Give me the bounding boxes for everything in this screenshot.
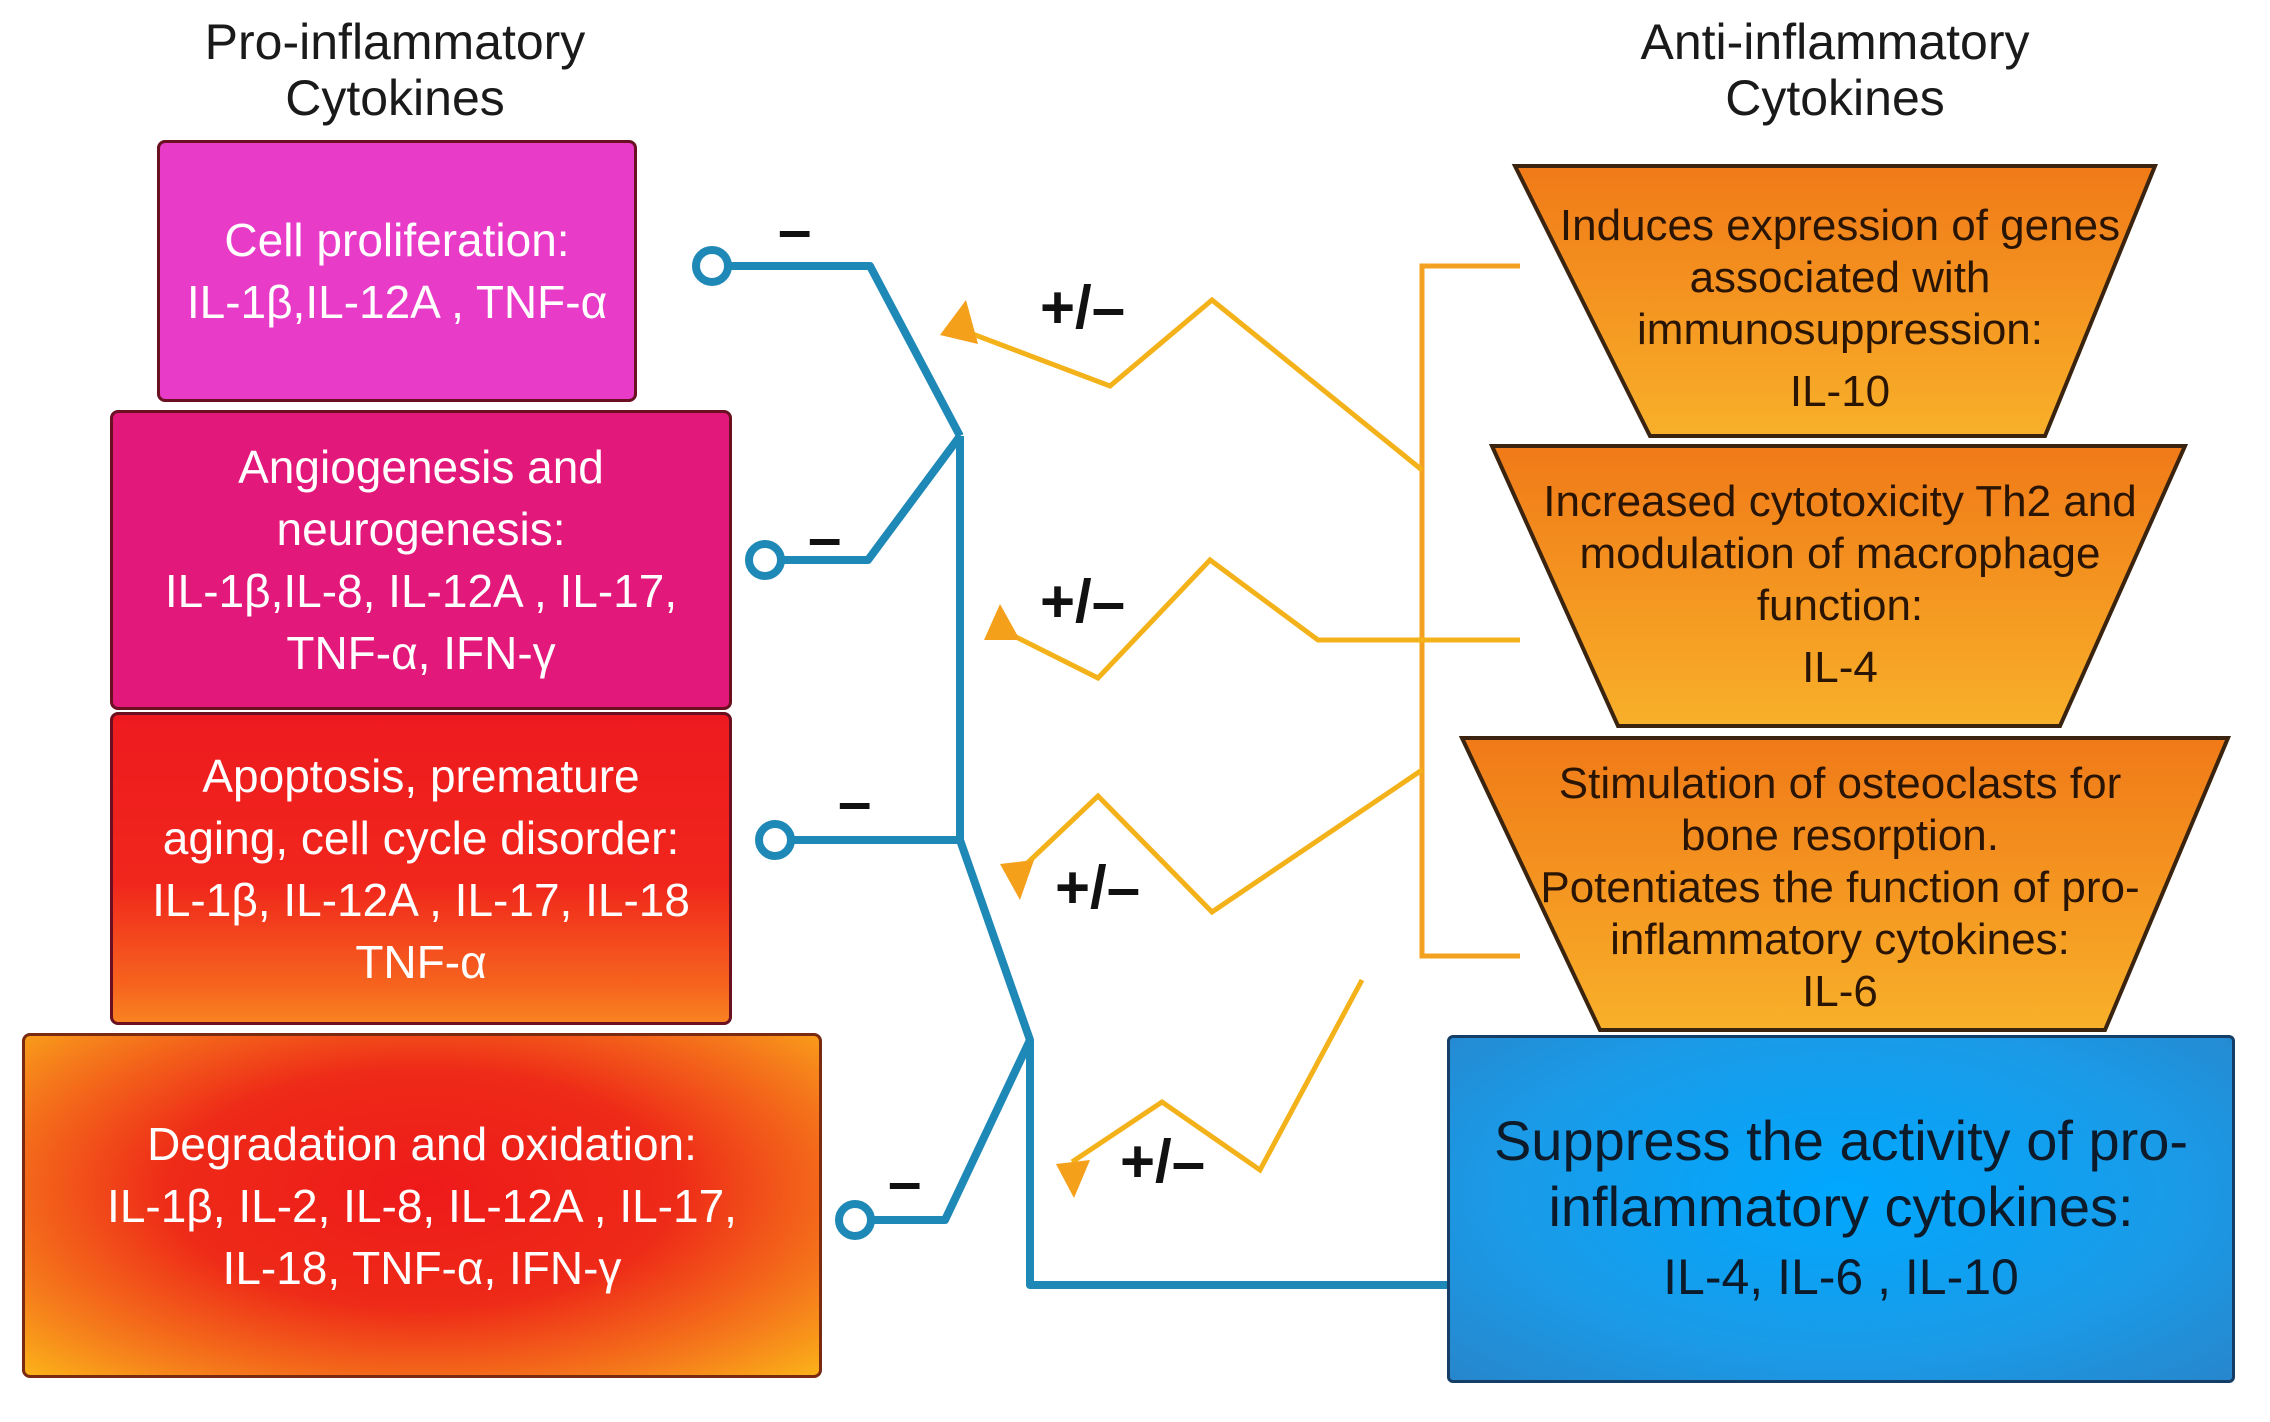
anti-box-3-line-2: bone resorption.: [1681, 811, 1999, 860]
anti-box-1-line-3: immunosuppression:: [1637, 305, 2043, 354]
anti-box-3-line-3: Potentiates the function of pro-: [1540, 863, 2140, 912]
pro-heading-line-1: Pro-inflammatory: [204, 14, 586, 70]
pro-box-3-line-2: aging, cell cycle disorder:: [162, 811, 680, 864]
pro-box-1-line-1: Cell proliferation:: [224, 214, 570, 266]
pro-box-4-line-3: IL-18, TNF-α, IFN-γ: [222, 1241, 622, 1294]
pro-box-degradation: Degradation and oxidation: IL-1β, IL-2, …: [22, 1033, 822, 1378]
pro-inflammatory-heading: Pro-inflammatory Cytokines: [160, 14, 630, 126]
pro-box-2-line-1: Angiogenesis and: [238, 441, 604, 493]
modulation-arrow-3: [1000, 860, 1034, 900]
inhibition-branch-4: [855, 1038, 1034, 1224]
pro-box-3-line-3: IL-1β, IL-12A , IL-17, IL-18: [152, 873, 690, 926]
plus-minus-sign-4: +/–: [1120, 1128, 1206, 1195]
suppress-line-1: Suppress the activity of pro-: [1493, 1109, 2189, 1172]
pro-box-2-line-3: IL-1β,IL-8, IL-12A , IL-17,: [164, 565, 678, 617]
pro-box-4-line-2: IL-1β, IL-2, IL-8, IL-12A , IL-17,: [107, 1179, 737, 1232]
suppress-activity-box: Suppress the activity of pro- inflammato…: [1447, 1035, 2235, 1383]
modulation-lines: [961, 296, 1520, 1174]
inhibition-end-circle-1: [692, 246, 732, 286]
pro-box-cell-proliferation: Cell proliferation: IL-1β,IL-12A , TNF-α: [157, 140, 637, 402]
pro-box-4-line-1: Degradation and oxidation:: [147, 1117, 697, 1170]
pro-heading-line-2: Cytokines: [285, 70, 505, 126]
inhibition-end-circle-3: [755, 820, 795, 860]
suppress-line-2: inflammatory cytokines:: [1548, 1175, 2134, 1238]
anti-box-1-line-2: associated with: [1689, 253, 1991, 302]
anti-box-2-line-2: modulation of macrophage: [1579, 529, 2101, 578]
anti-box-1-line-4: IL-10: [1789, 367, 1891, 416]
minus-sign-4: –: [888, 1148, 922, 1215]
anti-box-3-line-5: IL-6: [1802, 967, 1878, 1016]
anti-heading-line-2: Cytokines: [1725, 70, 1945, 126]
pro-box-2-line-4: TNF-α, IFN-γ: [286, 627, 556, 679]
modulation-line-2: [996, 556, 1520, 682]
anti-trapezoid-3: [1458, 736, 2232, 1032]
plus-minus-sign-1: +/–: [1040, 274, 1126, 341]
plus-minus-sign-2: +/–: [1040, 568, 1126, 635]
anti-heading-line-1: Anti-inflammatory: [1640, 14, 2030, 70]
modulation-line-3: [1018, 767, 1424, 916]
pro-box-apoptosis: Apoptosis, premature aging, cell cycle d…: [110, 712, 732, 1025]
anti-trapezoid-1: [1511, 164, 2158, 438]
anti-box-il10: Induces expression of genes associated w…: [1540, 200, 2140, 440]
minus-sign-3: –: [838, 768, 872, 835]
modulation-arrowheads: [940, 300, 1090, 1198]
pro-box-2-line-2: neurogenesis:: [276, 503, 566, 555]
pro-box-angiogenesis: Angiogenesis and neurogenesis: IL-1β,IL-…: [110, 410, 732, 710]
modulation-arrow-2: [984, 604, 1020, 640]
modulation-arrow-4: [1056, 1160, 1090, 1198]
pro-box-3-line-4: TNF-α: [355, 935, 487, 988]
inhibition-branch-1: [712, 262, 964, 438]
modulation-arrow-1: [940, 300, 978, 344]
minus-sign-1: –: [778, 196, 812, 263]
inhibition-end-circle-2: [745, 540, 785, 580]
anti-box-2-line-4: IL-4: [1802, 643, 1878, 692]
inhibition-end-circle-4: [835, 1200, 875, 1240]
inhibition-end-circles: [692, 246, 875, 1240]
suppress-cytokine-list: IL-4, IL-6 , IL-10: [1663, 1249, 2019, 1305]
modulation-line-1: [961, 296, 1424, 472]
inhibition-tree: [712, 262, 1450, 1289]
modulation-line-4: [1070, 978, 1365, 1174]
pro-box-3-line-1: Apoptosis, premature: [202, 749, 640, 802]
anti-box-2-line-3: function:: [1756, 581, 1924, 630]
anti-trapezoid-2: [1488, 444, 2189, 728]
anti-box-il6: Stimulation of osteoclasts for bone reso…: [1490, 758, 2190, 1028]
anti-inflammatory-heading: Anti-inflammatory Cytokines: [1590, 14, 2080, 126]
plus-minus-sign-3: +/–: [1055, 854, 1141, 921]
anti-box-3-line-1: Stimulation of osteoclasts for: [1558, 759, 2122, 808]
inhibition-branch-2: [765, 433, 964, 564]
anti-box-il4: Increased cytotoxicity Th2 and modulatio…: [1520, 476, 2160, 716]
anti-box-3-line-4: inflammatory cytokines:: [1610, 915, 2070, 964]
anti-box-2-line-1: Increased cytotoxicity Th2 and: [1543, 477, 2137, 526]
minus-sign-2: –: [808, 504, 842, 571]
anti-box-1-line-1: Induces expression of genes: [1559, 201, 2121, 250]
pro-box-1-line-2: IL-1β,IL-12A , TNF-α: [186, 276, 608, 328]
